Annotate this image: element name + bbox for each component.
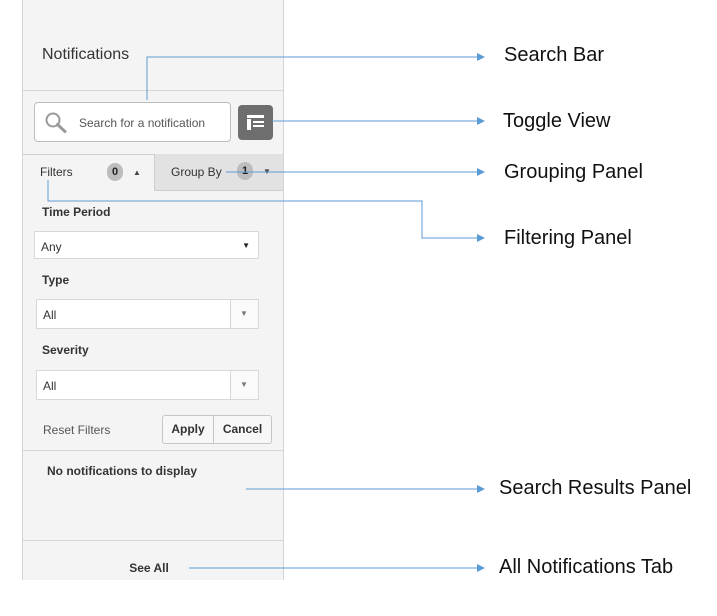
callout-all-notifications-tab: All Notifications Tab	[499, 556, 674, 578]
severity-value: All	[43, 379, 57, 393]
search-input[interactable]: Search for a notification	[79, 116, 206, 130]
tab-filters-label: Filters	[40, 165, 73, 179]
group-by-count-badge: 1	[237, 162, 253, 180]
cancel-button[interactable]: Cancel	[213, 415, 272, 444]
toggle-view-button[interactable]	[238, 105, 273, 140]
severity-select[interactable]: All ▼	[36, 370, 259, 400]
callout-grouping-panel: Grouping Panel	[504, 161, 643, 183]
chevron-down-icon: ▼	[240, 380, 248, 389]
search-bar-connector	[146, 53, 485, 100]
type-select[interactable]: All ▼	[36, 299, 259, 329]
notifications-panel: Notifications Search for a notification …	[22, 0, 284, 580]
dropdown-arrow-icon: ▼	[242, 241, 250, 250]
callout-filtering-panel: Filtering Panel	[504, 227, 632, 249]
type-dropdown-button[interactable]: ▼	[230, 300, 258, 328]
see-all-tab[interactable]: See All	[129, 561, 169, 575]
footer-divider	[23, 540, 283, 541]
apply-button[interactable]: Apply	[162, 415, 214, 444]
header-divider	[23, 90, 283, 91]
chevron-down-icon: ▼	[240, 309, 248, 318]
callout-toggle-view: Toggle View	[503, 110, 611, 132]
severity-label: Severity	[42, 343, 89, 357]
time-period-select[interactable]: Any ▼	[34, 231, 259, 259]
filtering-panel-connector	[47, 180, 485, 242]
severity-dropdown-button[interactable]: ▼	[230, 371, 258, 399]
callout-search-results-panel: Search Results Panel	[499, 477, 692, 499]
time-period-label: Time Period	[42, 205, 111, 219]
filters-count-badge: 0	[107, 163, 123, 181]
empty-results-message: No notifications to display	[47, 464, 198, 478]
time-period-value: Any	[41, 240, 62, 254]
search-icon	[45, 112, 67, 133]
tab-group-by[interactable]: Group By 1 ▼	[154, 154, 283, 191]
search-bar[interactable]: Search for a notification	[34, 102, 231, 142]
callout-search-bar: Search Bar	[504, 44, 605, 66]
toggle-view-icon	[247, 115, 264, 130]
tab-group-by-label: Group By	[171, 165, 222, 179]
type-value: All	[43, 308, 57, 322]
caret-up-icon: ▲	[133, 168, 141, 177]
tab-filters[interactable]: Filters 0 ▲	[23, 155, 154, 192]
type-label: Type	[42, 273, 70, 287]
reset-filters-link[interactable]: Reset Filters	[43, 423, 111, 437]
results-divider	[23, 450, 283, 451]
panel-title: Notifications	[42, 46, 130, 63]
tabs-divider	[23, 154, 283, 155]
